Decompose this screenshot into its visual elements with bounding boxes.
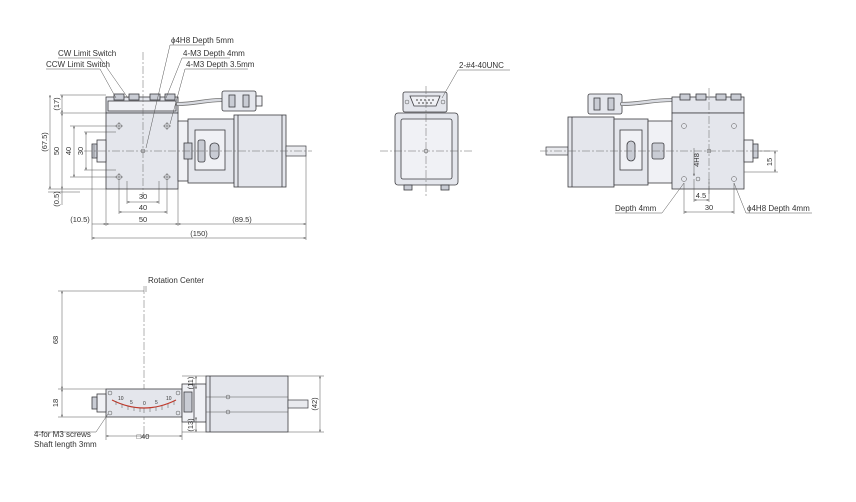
callout-tapped-4mm: 4-M3 Depth 4mm (183, 49, 245, 58)
front-view: (17) (67.5) 50 40 30 (0.5) 30 40 50 (10.… (40, 36, 312, 240)
dim-h15: 15 (765, 158, 774, 166)
mounting-holes (115, 122, 171, 181)
dim-h40: 40 (64, 147, 73, 155)
side-motor-body (205, 375, 289, 433)
rear-motor-body (567, 116, 615, 188)
dim-total-150: (150) (190, 229, 208, 238)
dim-h30: 30 (76, 147, 85, 155)
connector-plug (221, 90, 263, 112)
rear-connector-plug (587, 93, 623, 115)
side-shaft (287, 399, 309, 409)
scale-tick-5: 10 (166, 396, 172, 402)
scale-tick-4: 5 (155, 400, 158, 406)
scale-tick-3: 0 (143, 401, 146, 407)
graduated-scale (111, 399, 177, 409)
dim-4-5: 4.5 (696, 191, 706, 200)
dim-left-10-5: (10.5) (70, 215, 90, 224)
dim-right-89-5: (89.5) (232, 215, 252, 224)
callout-connector: 2-#4-40UNC (459, 61, 504, 70)
callout-shaft-length: Shaft length 3mm (34, 440, 97, 449)
dim-top-11: (11) (186, 376, 195, 389)
callout-tapped-3-5mm: 4-M3 Depth 3.5mm (186, 60, 255, 69)
callout-screws: 4-for M3 screws (34, 430, 91, 439)
end-view: 2-#4-40UNC (380, 61, 510, 196)
dim-w40: 40 (139, 203, 147, 212)
dim-w30: 30 (139, 192, 147, 201)
callout-depth-4mm: Depth 4mm (615, 204, 657, 213)
scale-tick-2: 5 (130, 400, 133, 406)
callout-pin-hole: ϕ4H8 Depth 5mm (171, 36, 234, 45)
dim-w50: 50 (139, 215, 147, 224)
dim-h18: 18 (51, 399, 60, 407)
callout-ccw-limit-switch: CCW Limit Switch (46, 60, 110, 69)
scale-tick-1: 10 (118, 396, 124, 402)
dim-height-67-5: (67.5) (40, 132, 49, 152)
dim-h42: (42) (310, 397, 319, 411)
rear-view: 4H8 4.5 30 15 Depth 4mm ϕ4H8 Depth 4mm (540, 88, 812, 214)
dim-rear-w30: 30 (705, 203, 713, 212)
dim-h50: 50 (52, 147, 61, 155)
dim-h68: 68 (51, 336, 60, 344)
callout-cw-limit-switch: CW Limit Switch (58, 49, 116, 58)
dim-top-17: (17) (52, 97, 61, 111)
dim-4h8: 4H8 (692, 153, 701, 167)
dim-bottom-13: (13) (186, 418, 195, 432)
callout-rotation-center: Rotation Center (148, 276, 204, 285)
side-view: 10 5 0 5 10 68 18 (11 (34, 276, 324, 449)
dim-bottom-0-5: (0.5) (52, 191, 61, 207)
dim-square-40: □40 (137, 432, 150, 441)
callout-rear-pin-hole: ϕ4H8 Depth 4mm (747, 204, 810, 213)
